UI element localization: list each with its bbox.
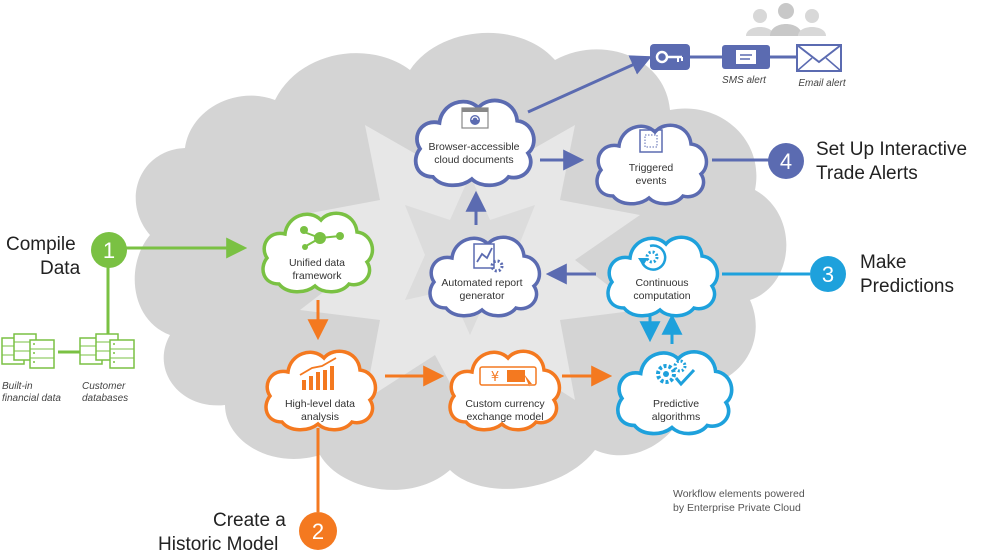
- report-chart-icon: [473, 243, 504, 273]
- svg-text:¥: ¥: [491, 370, 499, 385]
- node-unified-data-framework: Unified data framework: [263, 213, 372, 292]
- step-4-number: 4: [780, 149, 792, 174]
- continuous-label-line2: computation: [633, 290, 690, 302]
- node-currency-exchange-model: ¥ Custom currency exchange model: [448, 349, 562, 432]
- predictive-label-line2: algorithms: [652, 411, 700, 423]
- sms-alert-label: SMS alert: [722, 75, 767, 86]
- node-triggered-events: Triggered events: [595, 123, 709, 206]
- step-1-title-line1: Compile: [6, 234, 76, 255]
- node-continuous-computation: Continuous computation: [606, 235, 720, 318]
- step-4-badge: [768, 143, 804, 179]
- step-4: 4 Set Up Interactive Trade Alerts: [768, 139, 967, 184]
- step-3-title-line1: Make: [860, 252, 906, 273]
- browser-label-line1: Browser-accessible: [428, 141, 519, 153]
- users-icon: [746, 3, 826, 36]
- step-3: 3 Make Predictions: [810, 252, 954, 297]
- yen-exchange-icon: ¥: [479, 366, 537, 388]
- alert-channels: SMS alert Email alert: [650, 3, 847, 89]
- step-3-badge: [810, 256, 846, 292]
- phone-message-icon: [722, 45, 770, 69]
- step-4-title-line1: Set Up Interactive: [816, 139, 967, 160]
- report-label-line1: Automated report: [441, 277, 522, 289]
- node-high-level-data-analysis: High-level data analysis: [264, 349, 378, 432]
- triggered-label-line1: Triggered: [629, 162, 674, 174]
- envelope-icon: [796, 44, 842, 72]
- data-source-customer: Customer databases: [79, 333, 135, 404]
- predictive-label-line1: Predictive: [653, 398, 699, 410]
- step-3-number: 3: [822, 262, 834, 287]
- browser-label-line2: cloud documents: [434, 154, 513, 166]
- bar-chart-icon: [299, 357, 337, 390]
- step-2-badge: [299, 512, 337, 550]
- step-2-title-line2: Historic Model: [158, 534, 278, 554]
- builtin-label-line2: financial data: [2, 393, 61, 404]
- email-alert-label: Email alert: [798, 78, 846, 89]
- currency-label-line1: Custom currency: [465, 398, 545, 410]
- currency-label-line2: exchange model: [466, 411, 543, 423]
- customer-label-line1: Customer: [82, 381, 126, 392]
- step-2-number: 2: [312, 519, 324, 544]
- dotted-frame-icon: [639, 129, 663, 153]
- node-predictive-algorithms: Predictive algorithms: [618, 352, 732, 434]
- network-nodes-icon: [300, 226, 344, 250]
- gears-check-icon: [656, 359, 696, 387]
- highlevel-label-line2: analysis: [301, 411, 339, 423]
- customer-label-line2: databases: [82, 393, 128, 404]
- node-browser-cloud-documents: Browser-accessible cloud documents: [416, 100, 534, 185]
- navy-connector-browser-to-key: [527, 55, 652, 114]
- refresh-gear-icon: [638, 244, 667, 271]
- step-2: Create a Historic Model 2: [158, 510, 337, 554]
- triggered-label-line2: events: [636, 175, 667, 187]
- step-1-number: 1: [103, 238, 115, 263]
- builtin-label-line1: Built-in: [2, 381, 33, 392]
- continuous-label-line1: Continuous: [635, 277, 688, 289]
- step-1-badge: [91, 232, 127, 268]
- epc-title: EPC: [673, 443, 754, 485]
- key-icon: [650, 44, 690, 70]
- database-icon: [1, 333, 55, 369]
- step-1: Compile Data 1: [6, 232, 127, 279]
- epc-subtitle-line1: Workflow elements powered: [673, 488, 805, 500]
- data-source-builtin: Built-in financial data: [1, 333, 61, 404]
- step-1-title-line2: Data: [40, 258, 81, 279]
- report-label-line2: generator: [460, 290, 505, 302]
- step-3-title-line2: Predictions: [860, 276, 954, 297]
- connectors: [58, 55, 810, 512]
- browser-window-icon: [461, 107, 489, 129]
- database-icon: [79, 333, 135, 369]
- step-4-title-line2: Trade Alerts: [816, 163, 918, 184]
- highlevel-label-line1: High-level data: [285, 398, 355, 410]
- epc-footer: EPC Workflow elements powered by Enterpr…: [673, 443, 805, 514]
- step-2-title-line1: Create a: [213, 510, 286, 531]
- unified-label-line2: framework: [292, 270, 342, 282]
- unified-label-line1: Unified data: [289, 257, 345, 269]
- epc-subtitle-line2: by Enterprise Private Cloud: [673, 502, 801, 514]
- node-automated-report-generator: Automated report generator: [428, 235, 542, 318]
